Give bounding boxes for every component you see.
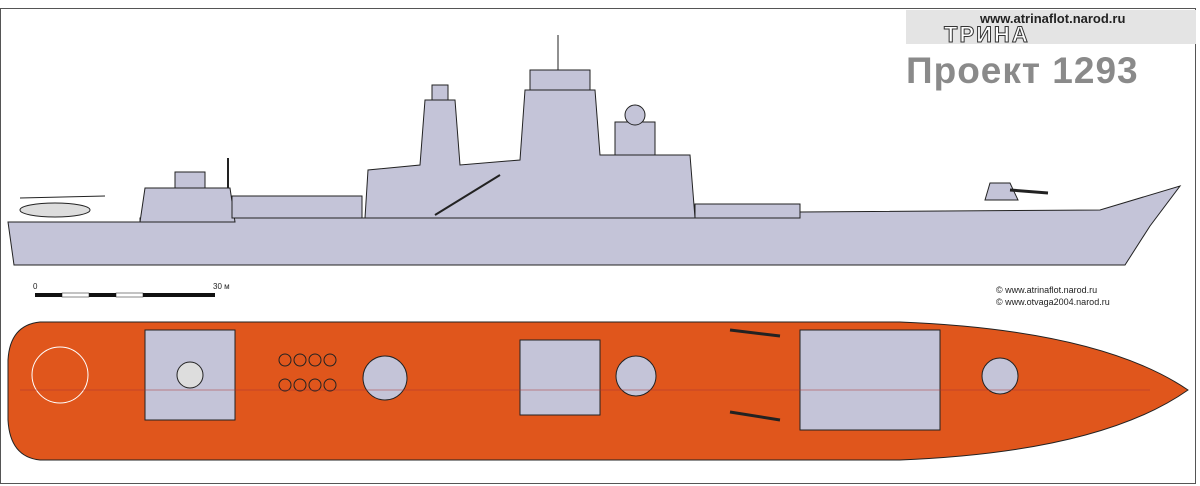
logo-word: ТРИНА bbox=[944, 22, 1030, 48]
scale-bar bbox=[35, 292, 215, 298]
credits: © www.atrinaflot.narod.ru © www.otvaga20… bbox=[996, 284, 1110, 308]
atrina-logo[interactable]: www.atrinaflot.narod.ru ТРИНА bbox=[906, 10, 1196, 48]
plan-view bbox=[7, 321, 1189, 461]
scale-start-label: 0 bbox=[33, 282, 38, 291]
logo-url[interactable]: www.atrinaflot.narod.ru bbox=[980, 11, 1126, 26]
side-profile bbox=[7, 35, 1182, 266]
gun-turret bbox=[984, 182, 1019, 201]
project-title: Проект 1293 bbox=[906, 50, 1139, 91]
frame-border bbox=[0, 8, 1196, 484]
credit-line: © www.otvaga2004.narod.ru bbox=[996, 297, 1110, 307]
aft-superstructure bbox=[139, 187, 236, 223]
scale-end-label: 30 м bbox=[213, 282, 230, 291]
credit-line: © www.atrinaflot.narod.ru bbox=[996, 285, 1098, 295]
forward-superstructure bbox=[364, 89, 696, 219]
